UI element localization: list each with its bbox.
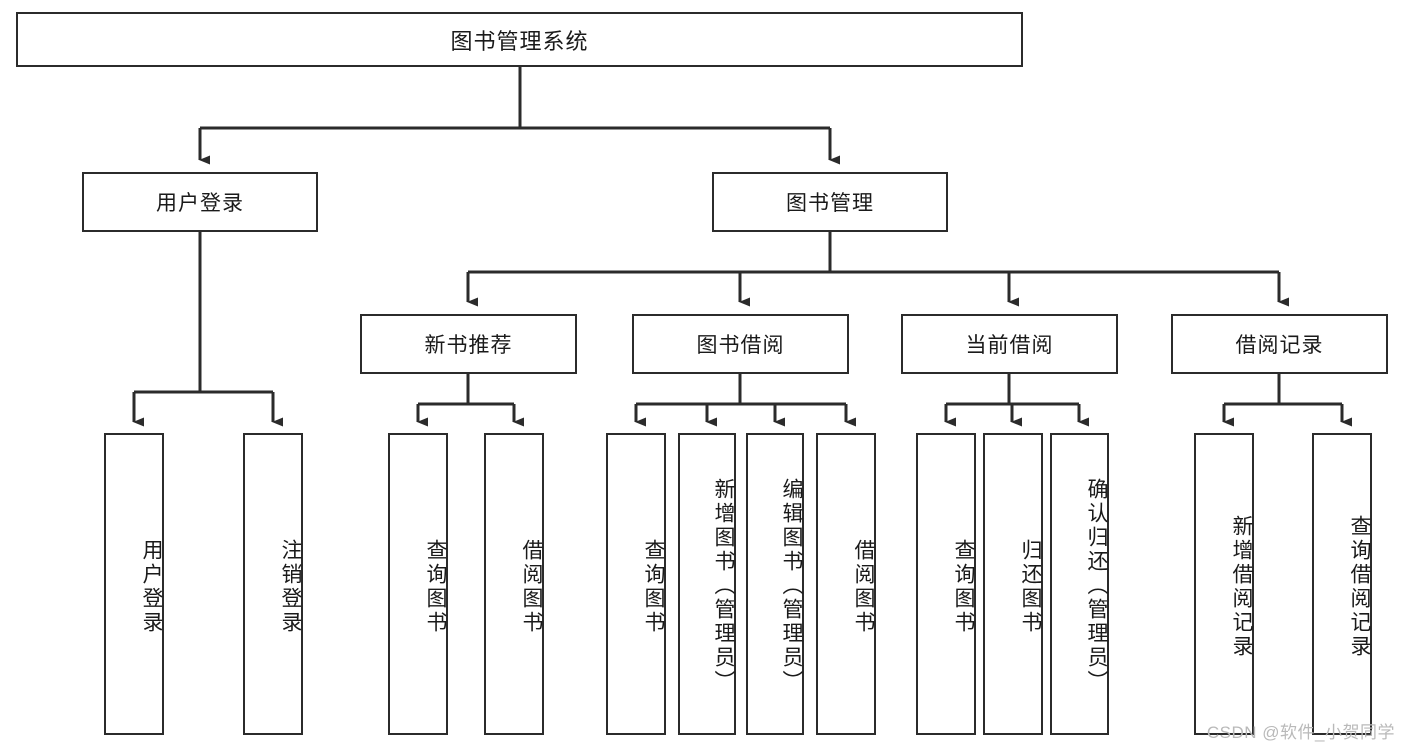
leaf-add-book-admin[interactable]: 新增图书（管理员） [678,433,736,735]
node-borrow-records[interactable]: 借阅记录 [1171,314,1388,374]
node-root-system[interactable]: 图书管理系统 [16,12,1023,67]
node-new-book-recommend[interactable]: 新书推荐 [360,314,577,374]
leaf-edit-book-admin[interactable]: 编辑图书（管理员） [746,433,804,735]
leaf-query-book-borrow[interactable]: 查询图书 [606,433,666,735]
node-user-login[interactable]: 用户登录 [82,172,318,232]
leaf-add-borrow-record[interactable]: 新增借阅记录 [1194,433,1254,735]
leaf-borrow-book[interactable]: 借阅图书 [816,433,876,735]
leaf-user-login[interactable]: 用户登录 [104,433,164,735]
node-book-management[interactable]: 图书管理 [712,172,948,232]
leaf-query-book-newbook[interactable]: 查询图书 [388,433,448,735]
leaf-query-book-current[interactable]: 查询图书 [916,433,976,735]
leaf-borrow-book-newbook[interactable]: 借阅图书 [484,433,544,735]
leaf-return-book[interactable]: 归还图书 [983,433,1043,735]
leaf-logout[interactable]: 注销登录 [243,433,303,735]
leaf-query-borrow-record[interactable]: 查询借阅记录 [1312,433,1372,735]
leaf-confirm-return-admin[interactable]: 确认归还（管理员） [1050,433,1109,735]
node-current-borrow[interactable]: 当前借阅 [901,314,1118,374]
node-book-borrow[interactable]: 图书借阅 [632,314,849,374]
